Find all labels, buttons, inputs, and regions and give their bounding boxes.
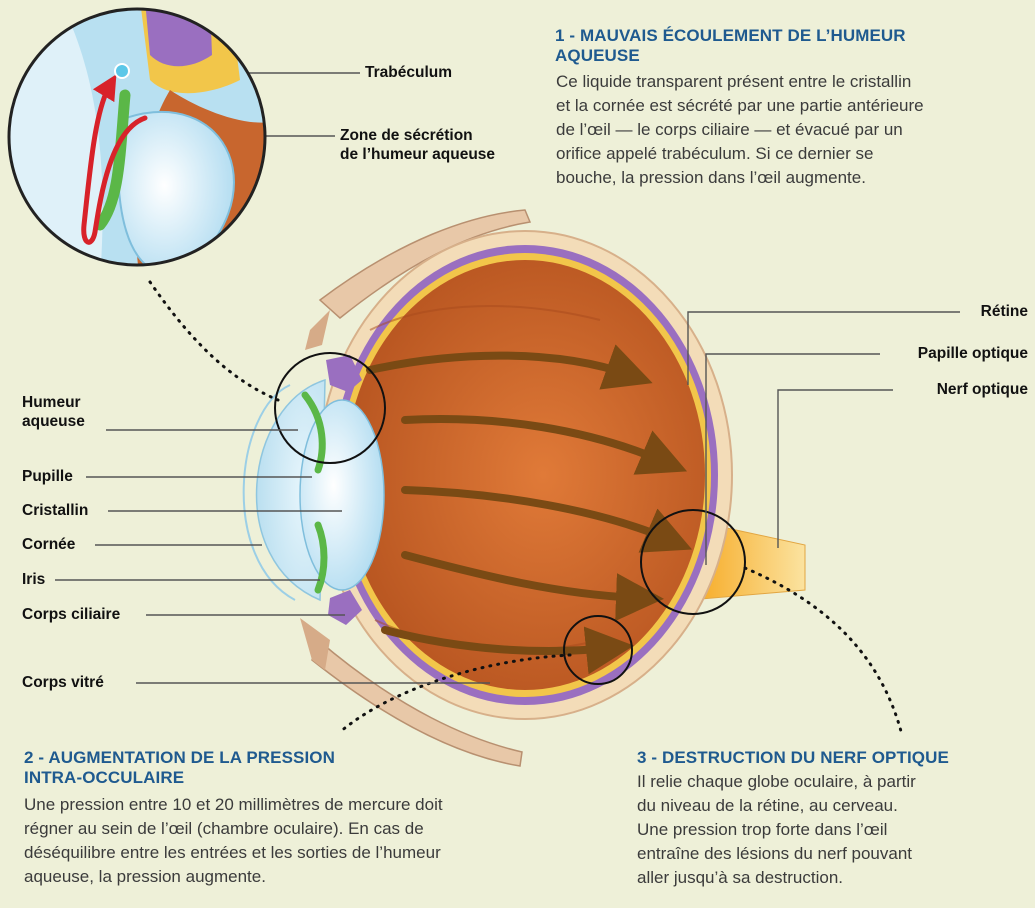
label-retine: Rétine — [880, 302, 1028, 321]
section1-heading-line2: AQUEUSE — [555, 46, 906, 66]
section3-body-line: entraîne des lésions du nerf pouvant — [637, 842, 1032, 866]
section1-body-line: bouche, la pression dans l’œil augmente. — [556, 166, 1034, 190]
label-secretion-zone: Zone de sécrétion de l’humeur aqueuse — [340, 126, 495, 164]
label-secretion-zone-line1: Zone de sécrétion — [340, 126, 495, 145]
label-cornee: Cornée — [22, 535, 75, 554]
section1-heading: 1 - MAUVAIS ÉCOULEMENT DE L’HUMEUR AQUEU… — [555, 26, 906, 66]
label-iris: Iris — [22, 570, 45, 589]
label-humeur-aqueuse: Humeur aqueuse — [22, 393, 85, 431]
section2-body-line: Une pression entre 10 et 20 millimètres … — [24, 793, 604, 817]
section3-body-line: du niveau de la rétine, au cerveau. — [637, 794, 1032, 818]
label-nerf-optique: Nerf optique — [850, 380, 1028, 399]
section2-body-line: régner au sein de l’œil (chambre oculair… — [24, 817, 604, 841]
section2-body: Une pression entre 10 et 20 millimètres … — [24, 793, 604, 889]
label-papille-optique: Papille optique — [850, 344, 1028, 363]
label-secretion-zone-line2: de l’humeur aqueuse — [340, 145, 495, 164]
section3-body-line: Il relie chaque globe oculaire, à partir — [637, 770, 1032, 794]
section3-body-line: Une pression trop forte dans l’œil — [637, 818, 1032, 842]
label-humeur-aqueuse-line1: Humeur — [22, 393, 85, 412]
label-pupille: Pupille — [22, 467, 73, 486]
label-humeur-aqueuse-line2: aqueuse — [22, 412, 85, 431]
label-cristallin: Cristallin — [22, 501, 88, 520]
section1-body-line: Ce liquide transparent présent entre le … — [556, 70, 1034, 94]
label-corps-vitre: Corps vitré — [22, 673, 104, 692]
section2-body-line: aqueuse, la pression augmente. — [24, 865, 604, 889]
section3-heading: 3 - DESTRUCTION DU NERF OPTIQUE — [637, 748, 949, 768]
section3-body: Il relie chaque globe oculaire, à partir… — [637, 770, 1032, 890]
section1-body: Ce liquide transparent présent entre le … — [556, 70, 1034, 190]
label-trabeculum: Trabéculum — [365, 63, 452, 82]
section2-heading: 2 - AUGMENTATION DE LA PRESSION INTRA-OC… — [24, 748, 335, 788]
section3-heading-line1: 3 - DESTRUCTION DU NERF OPTIQUE — [637, 748, 949, 768]
label-corps-ciliaire: Corps ciliaire — [22, 605, 120, 624]
section1-body-line: et la cornée est sécrété par une partie … — [556, 94, 1034, 118]
section2-body-line: déséquilibre entre les entrées et les so… — [24, 841, 604, 865]
section1-body-line: orifice appelé trabéculum. Si ce dernier… — [556, 142, 1034, 166]
section2-heading-line2: INTRA-OCCULAIRE — [24, 768, 335, 788]
section1-heading-line1: 1 - MAUVAIS ÉCOULEMENT DE L’HUMEUR — [555, 26, 906, 46]
section2-heading-line1: 2 - AUGMENTATION DE LA PRESSION — [24, 748, 335, 768]
inset-magnified-view — [0, 0, 280, 280]
section1-body-line: de l’œil — le corps ciliaire — et évacué… — [556, 118, 1034, 142]
section3-body-line: aller jusqu’à sa destruction. — [637, 866, 1032, 890]
